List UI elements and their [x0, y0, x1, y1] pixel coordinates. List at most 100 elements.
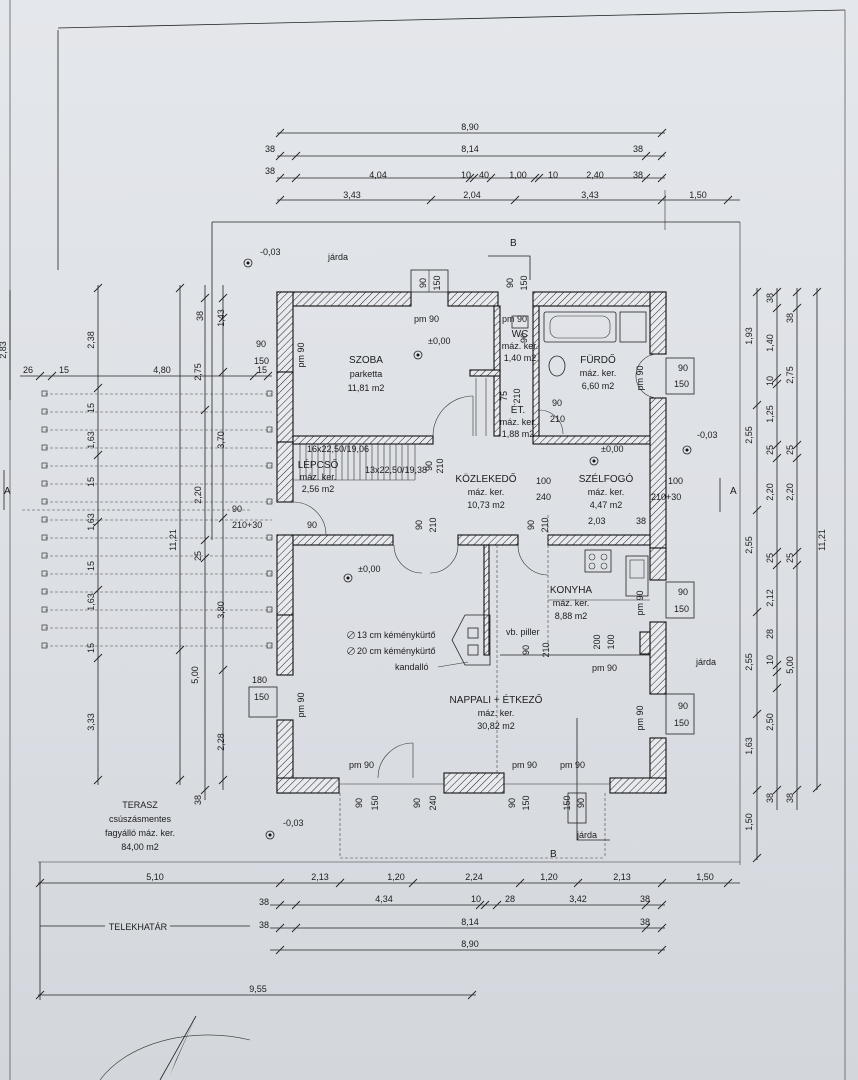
level-szelfogo: ±0,00: [601, 444, 623, 454]
opening-labels: pm 90 pm 90 pm 90 pm 90 pm 90 pm 90 pm 9…: [232, 275, 689, 810]
dim-right-r3-3: 25: [785, 445, 795, 455]
dim-right-r2-6: 2,20: [765, 483, 775, 501]
lbl-n-210f: 210: [541, 642, 551, 657]
dim-right-r2-3: 10: [765, 376, 775, 386]
dim-top-r4-4: 1,50: [689, 190, 707, 200]
lbl-n-90i: 90: [307, 520, 317, 530]
lbl-n-210b: 210: [550, 414, 565, 424]
room-nappali-name: NAPPALI + ÉTKEZŐ: [450, 692, 543, 706]
section-a-left: A: [4, 486, 11, 497]
lbl-n-90o: 90: [354, 798, 364, 808]
lbl-pm90-konyha: pm 90: [592, 663, 617, 673]
dim-right-r3-5: 25: [785, 553, 795, 563]
room-furdo-area: 6,60 m2: [582, 381, 615, 391]
lbl-n-210c: 210: [435, 458, 445, 473]
dim-right-r3-7: 38: [785, 793, 795, 803]
lbl-pm90-wc: pm 90: [502, 314, 527, 324]
dim-right-r1-2: 2,55: [744, 426, 754, 444]
dim-terrace-3: 4,80: [153, 365, 171, 375]
dim-bot-r1-2: 2,13: [311, 872, 329, 882]
room-szoba-area: 11,81 m2: [348, 383, 385, 393]
dim-right-r2-10: 28: [765, 629, 775, 639]
top-dimensions: 8,90 38 8,14 38 38 4,04 10 40 1,00 10 2,…: [265, 122, 740, 230]
dim-right-r2-1: 38: [765, 293, 775, 303]
lbl-pm90-e1: pm 90: [635, 365, 645, 390]
dim-top-r2-c: 38: [633, 144, 643, 154]
dim-right-r3-6: 5,00: [785, 656, 795, 674]
lbl-n-90c: 90: [519, 333, 529, 343]
dim-right-r2-5: 25: [765, 445, 775, 455]
room-kozleked-name: KÖZLEKEDŐ: [455, 471, 516, 485]
dim-right-r2-4: 1,25: [765, 405, 775, 423]
terrace-floor: csúszásmentes: [109, 814, 172, 824]
dim-bot-r1-6: 2,13: [613, 872, 631, 882]
stairs-label-1: 16x22,50/19,06: [307, 444, 369, 454]
lbl-pm90-szoba: pm 90: [414, 314, 439, 324]
dim-left-o5: 3,33: [86, 713, 96, 731]
jarda-bottom: járda: [576, 830, 597, 840]
dim-left-m3-1: 38: [195, 311, 205, 321]
bottom-dimensions: 5,10 2,13 1,20 2,24 1,20 2,13 1,50 38 4,…: [35, 862, 740, 1000]
dim-top-r3-5: 1,00: [509, 170, 527, 180]
room-lepcso-name: LÉPCSŐ: [298, 457, 339, 471]
room-et-area: 1,88 m2: [502, 429, 535, 439]
dim-left-m1-1: 11,21: [168, 529, 178, 551]
dim-bot-r2-4: 28: [505, 894, 515, 904]
dim-left-o4: 1,63: [86, 593, 96, 611]
svg-text:15: 15: [86, 643, 96, 653]
dim-right-r1-4: 2,55: [744, 653, 754, 671]
dim-right-r4-1: 11,21: [817, 529, 827, 551]
lbl-n-150: 150: [432, 275, 442, 290]
dim-right-r2-9: 10: [765, 655, 775, 665]
room-szelfogo-area: 4,47 m2: [590, 500, 623, 510]
lbl-n-90e: 90: [424, 461, 434, 471]
dim-bot-r3-3: 38: [640, 917, 650, 927]
room-wc-area: 1,40 m2: [504, 353, 537, 363]
lbl-n-90n: 90: [521, 645, 531, 655]
room-nappali-floor: máz. ker.: [478, 708, 515, 718]
lbl-n-240b: 240: [428, 795, 438, 810]
room-et-floor: máz. ker.: [500, 417, 537, 427]
chimney-13: 13 cm kéménykürtő: [357, 630, 436, 640]
dim-terrace-1: 26: [23, 365, 33, 375]
svg-text:15: 15: [86, 403, 96, 413]
dim-bot-r3-1: 38: [259, 920, 269, 930]
dim-top-r3-7: 2,40: [586, 170, 604, 180]
dim-bot-r2-5: 3,42: [569, 894, 587, 904]
lbl-n-150h: 150: [370, 795, 380, 810]
room-et-name: ÉT.: [511, 403, 525, 416]
lbl-n-210a: 210: [512, 388, 522, 403]
lbl-n-200: 200: [592, 634, 602, 649]
room-lepcso-floor: máz. ker.: [300, 472, 337, 482]
dim-left-o3: 1,63: [86, 513, 96, 531]
dim-bot-r1-4: 2,24: [465, 872, 483, 882]
lbl-n-100c: 100: [606, 634, 616, 649]
chimney-20: 20 cm kéménykürtő: [357, 646, 436, 656]
doors: [292, 353, 659, 779]
windows: [248, 269, 695, 859]
right-dimensions: 1,93 2,55 2,55 2,55 1,63 1,50 38 1,40 10…: [744, 287, 827, 863]
section-marks: B B A A: [3, 238, 737, 860]
dim-left-m3-3: 3,70: [216, 431, 226, 449]
level-nw: -0,03: [260, 247, 281, 257]
dim-left-m1-2: 5,00: [190, 666, 200, 684]
room-kozleked-area: 10,73 m2: [467, 500, 505, 510]
section-b-bottom: B: [550, 849, 557, 860]
dim-right-r1-3: 2,55: [744, 536, 754, 554]
dim-left-m2-3: 25: [193, 551, 203, 561]
dim-bot-r1-1: 5,10: [146, 872, 164, 882]
lbl-n-150c: 150: [254, 356, 269, 366]
section-a-right: A: [730, 486, 737, 497]
level-szoba: ±0,00: [428, 336, 450, 346]
lbl-pm90-e2: pm 90: [635, 590, 645, 615]
lbl-n-90k: 90: [678, 363, 688, 373]
dim-right-r2-7: 25: [765, 553, 775, 563]
terrace-top-dims: 26 15 4,80 15: [20, 365, 273, 381]
stairs: [293, 444, 416, 481]
jarda-top: járda: [327, 252, 348, 262]
walls: [276, 291, 667, 794]
dim-top-r4-1: 3,43: [343, 190, 361, 200]
dim-top-r3-3: 10: [461, 170, 471, 180]
svg-text:15: 15: [86, 477, 96, 487]
